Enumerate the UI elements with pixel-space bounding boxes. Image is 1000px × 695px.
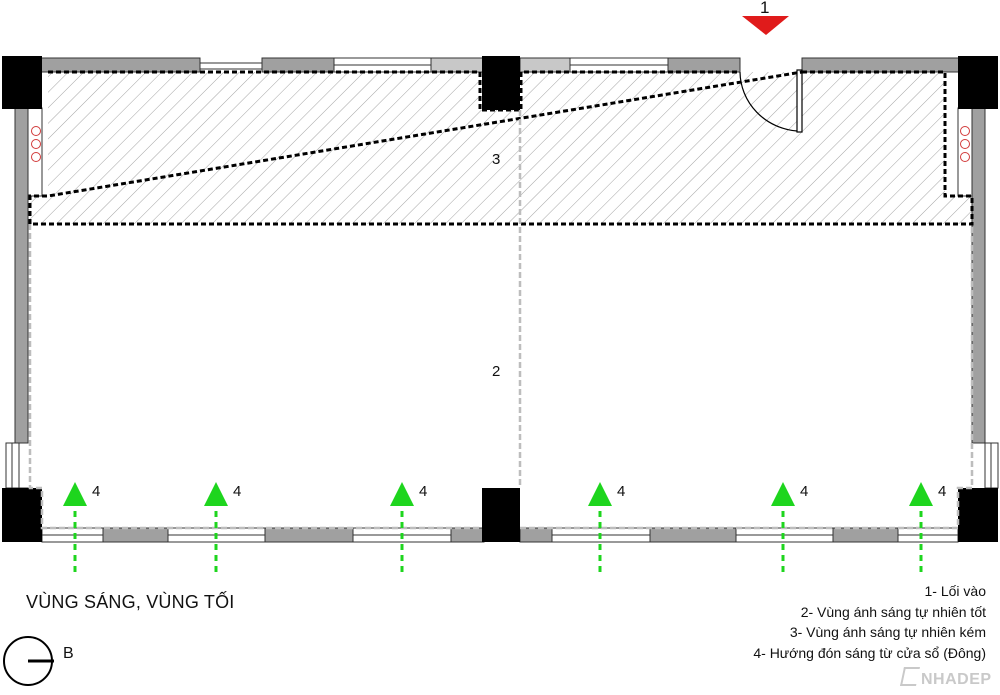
watermark-logo: NHADEP <box>899 667 992 689</box>
sun-arrow-label: 4 <box>617 483 626 500</box>
legend-item-good-light: 2- Vùng ánh sáng tự nhiên tốt <box>800 603 986 620</box>
columns <box>2 56 998 542</box>
sun-arrows <box>63 482 933 572</box>
zone-good-light-border <box>28 224 974 530</box>
zone-poor-light-border <box>28 70 974 226</box>
sun-arrow-label: 4 <box>938 483 947 500</box>
diagram-title: VÙNG SÁNG, VÙNG TỐI <box>26 592 235 612</box>
sun-arrow-label: 4 <box>233 483 242 500</box>
sun-arrow-label: 4 <box>800 483 809 500</box>
services-circles <box>31 126 970 162</box>
legend-item-poor-light: 3- Vùng ánh sáng tự nhiên kém <box>789 624 986 640</box>
watermark-text: NHADEP <box>921 671 992 688</box>
legend: 1- Lối vào 2- Vùng ánh sáng tự nhiên tốt… <box>753 581 986 663</box>
legend-item-entrance: 1- Lối vào <box>924 583 986 599</box>
entrance-number: 1 <box>760 0 770 17</box>
zone-good-light-number: 2 <box>492 363 501 380</box>
north-arrow-symbol <box>3 636 54 686</box>
zone-poor-light-fill <box>30 72 972 224</box>
north-label: B <box>63 645 74 662</box>
zone-poor-light-number: 3 <box>492 151 501 168</box>
entrance-marker <box>742 16 789 35</box>
legend-item-sun-direction: 4- Hướng đón sáng từ cửa sổ (Đông) <box>753 644 986 661</box>
sun-arrow-label: 4 <box>419 483 428 500</box>
sun-arrow-label: 4 <box>92 483 101 500</box>
house-logo-icon <box>899 667 921 686</box>
